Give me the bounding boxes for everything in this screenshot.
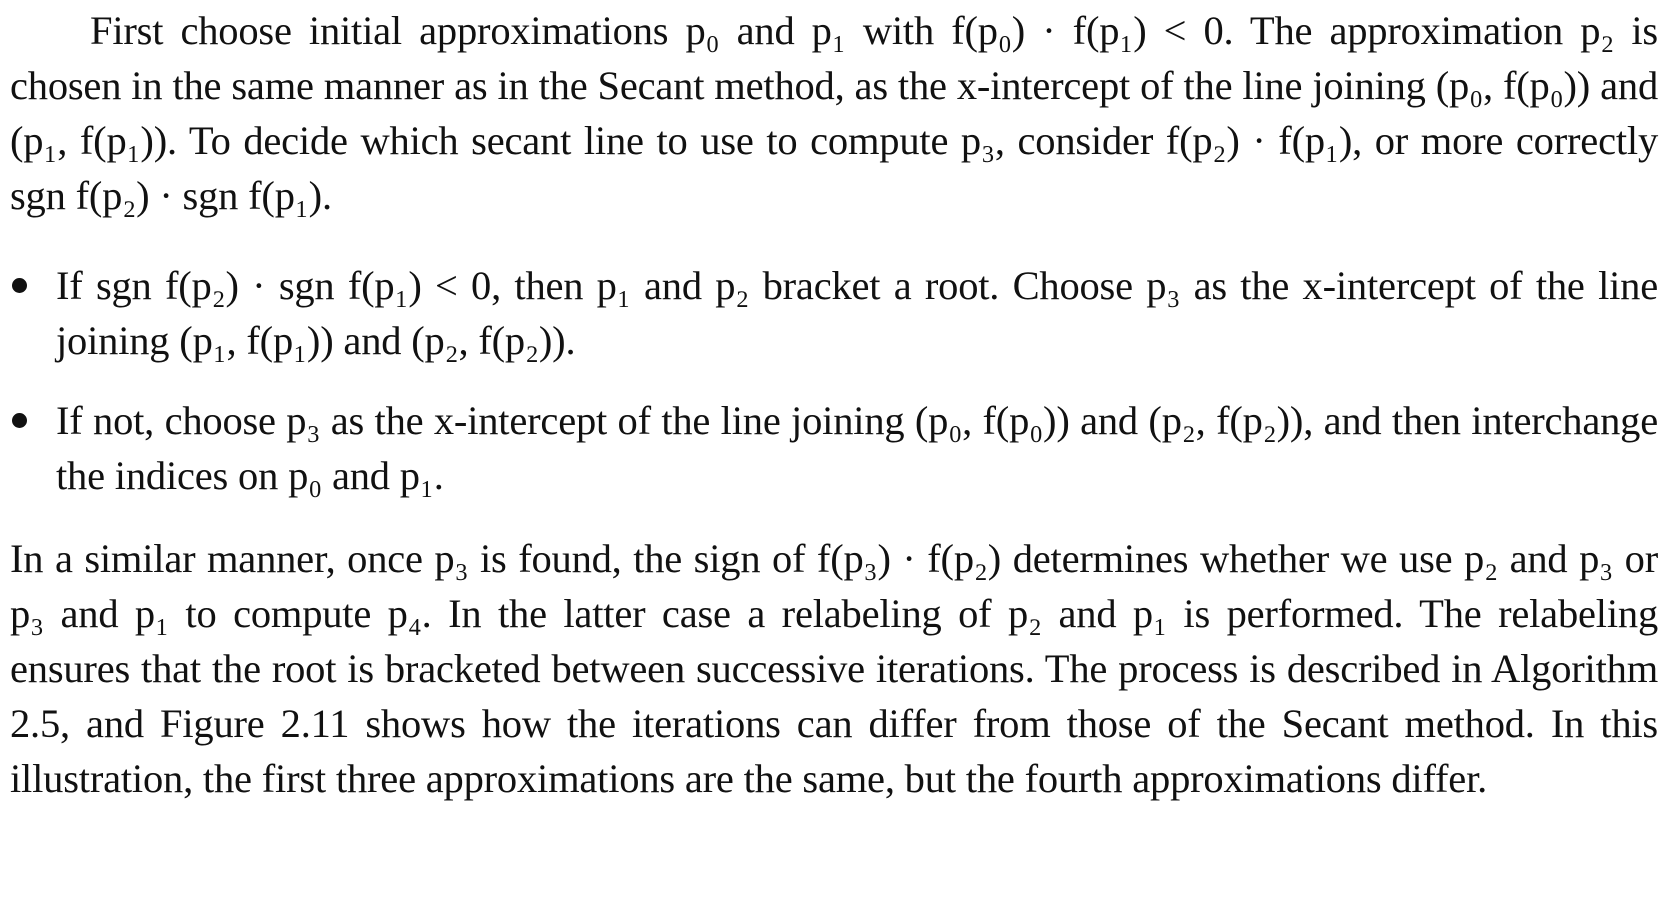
bullet-dot-icon [12, 413, 27, 428]
followup-paragraph: In a similar manner, once p₃ is found, t… [10, 536, 1658, 801]
bullet-text: If not, choose p₃ as the x-intercept of … [56, 398, 1658, 498]
bullet-item-interchange: If not, choose p₃ as the x-intercept of … [10, 393, 1658, 503]
document-page: First choose initial approximations p₀ a… [10, 0, 1658, 806]
bullet-item-bracket: If sgn f(p₂) · sgn f(p₁) < 0, then p₁ an… [10, 258, 1658, 368]
bullet-dot-icon [12, 278, 27, 293]
bullet-text: If sgn f(p₂) · sgn f(p₁) < 0, then p₁ an… [56, 263, 1658, 363]
bullet-list: If sgn f(p₂) · sgn f(p₁) < 0, then p₁ an… [10, 258, 1658, 503]
intro-paragraph: First choose initial approximations p₀ a… [10, 8, 1658, 218]
